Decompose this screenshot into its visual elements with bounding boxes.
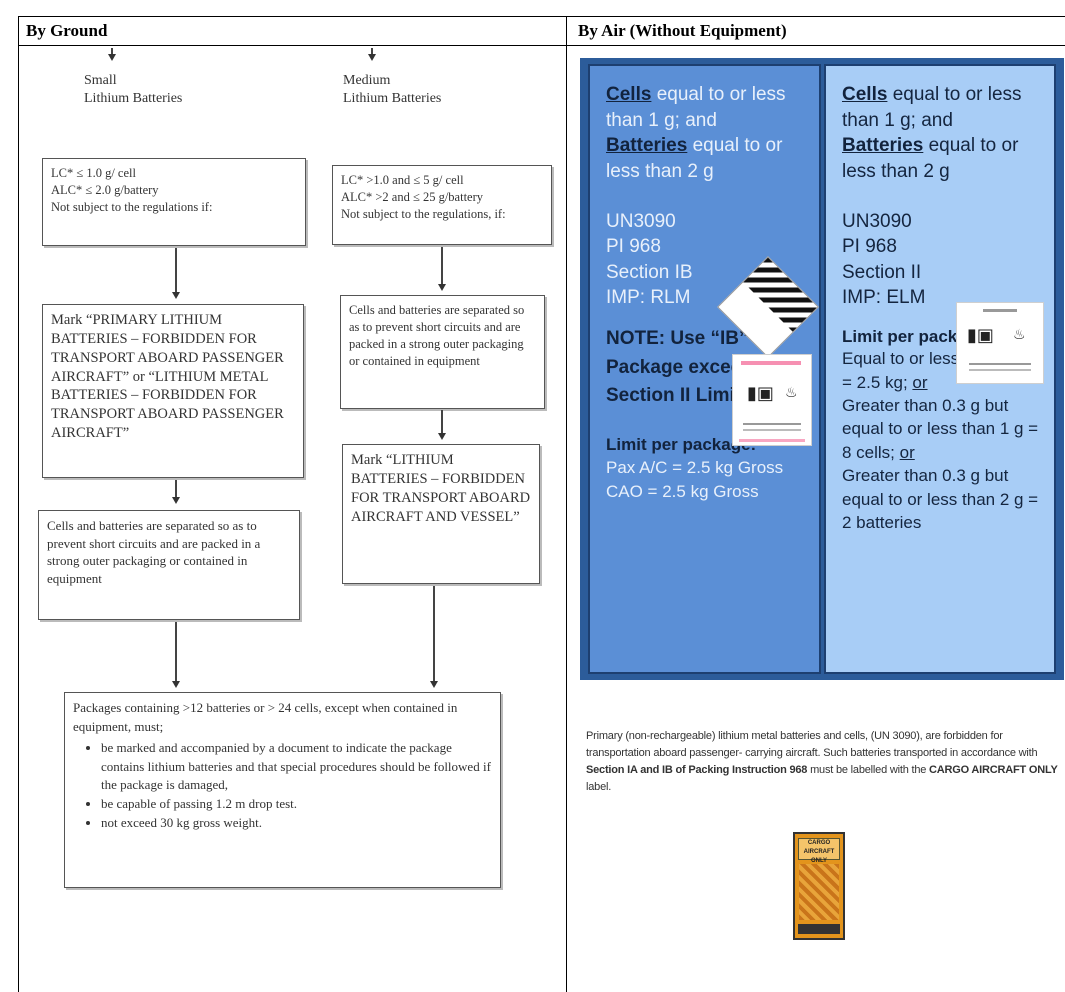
header-by-air: By Air (Without Equipment) xyxy=(578,21,787,40)
package-requirements-box: Packages containing >12 batteries or > 2… xyxy=(64,692,501,888)
arrow-down-icon xyxy=(172,681,180,688)
un-number: UN3090 xyxy=(606,210,676,232)
package-requirements-list: be marked and accompanied by a document … xyxy=(73,739,492,833)
small-limits-box: LC* ≤ 1.0 g/ cell ALC* ≤ 2.0 g/battery N… xyxy=(42,158,306,246)
limit-heading: Limit per package: xyxy=(606,434,757,454)
medium-mark-box: Mark “LITHIUM BATTERIES – FORBIDDEN FOR … xyxy=(342,444,540,584)
batteries-keyword: Batteries xyxy=(842,135,924,157)
air-classification-panel: Cells equal to or less than 1 g; and Bat… xyxy=(580,58,1064,680)
arrow-down-icon xyxy=(438,433,446,440)
cargo-aircraft-only-label-icon: CARGO AIRCRAFT ONLY xyxy=(793,832,845,940)
limit-line: Pax A/C = 2.5 kg Gross xyxy=(606,458,784,478)
medium-separation-box: Cells and batteries are separated so as … xyxy=(340,295,545,409)
un-number: UN3090 xyxy=(842,210,912,232)
header-by-ground: By Ground xyxy=(26,21,108,40)
lithium-battery-mark-label-icon: ▮▣ ♨ xyxy=(956,302,1044,384)
arrow-down-icon xyxy=(438,284,446,291)
table-header-divider xyxy=(18,45,1065,46)
table-column-divider xyxy=(566,16,567,992)
small-mark-box: Mark “PRIMARY LITHIUM BATTERIES – FORBID… xyxy=(42,304,304,478)
table-top-border xyxy=(18,16,1065,17)
arrow-down-icon xyxy=(108,54,116,61)
limit-line: Greater than 0.3 g but equal to or less … xyxy=(842,396,1039,462)
packing-instruction: PI 968 xyxy=(606,236,661,258)
arrow-down-icon xyxy=(368,54,376,61)
table-left-border xyxy=(18,16,19,992)
class-9-hazard-label-icon xyxy=(717,256,819,358)
arrow-down-icon xyxy=(172,497,180,504)
list-item: be marked and accompanied by a document … xyxy=(101,739,492,796)
imp-code: IMP: RLM xyxy=(606,287,691,309)
small-batteries-title: Small Lithium Batteries xyxy=(84,73,183,107)
medium-limits-box: LC* >1.0 and ≤ 5 g/ cell ALC* >2 and ≤ 2… xyxy=(332,165,552,245)
lithium-battery-handling-label-icon: ▮▣ ♨ xyxy=(732,354,812,446)
medium-batteries-title: Medium Lithium Batteries xyxy=(343,73,442,107)
limit-line: CAO = 2.5 kg Gross xyxy=(606,481,759,501)
limit-line: Greater than 0.3 g but equal to or less … xyxy=(842,466,1039,533)
section-ib-note: NOTE: Use “IB” if Package exceeds Sectio… xyxy=(606,328,766,407)
primary-lithium-footnote: Primary (non-rechargeable) lithium metal… xyxy=(586,730,1058,794)
arrow-down-icon xyxy=(172,292,180,299)
batteries-keyword: Batteries xyxy=(606,135,688,157)
section-label: Section IB xyxy=(606,261,693,283)
section-ii-column: Cells equal to or less than 1 g; and Bat… xyxy=(824,64,1056,674)
arrow-down-icon xyxy=(430,681,438,688)
cells-keyword: Cells xyxy=(842,84,888,105)
section-ib-column: Cells equal to or less than 1 g; and Bat… xyxy=(588,64,821,674)
imp-code: IMP: ELM xyxy=(842,287,926,309)
list-item: be capable of passing 1.2 m drop test. xyxy=(101,795,492,814)
limit-heading: Limit per package: xyxy=(842,327,993,347)
cells-keyword: Cells xyxy=(606,84,652,105)
list-item: not exceed 30 kg gross weight. xyxy=(101,814,492,833)
packing-instruction: PI 968 xyxy=(842,236,897,258)
section-label: Section II xyxy=(842,261,922,283)
small-separation-box: Cells and batteries are separated so as … xyxy=(38,510,300,620)
